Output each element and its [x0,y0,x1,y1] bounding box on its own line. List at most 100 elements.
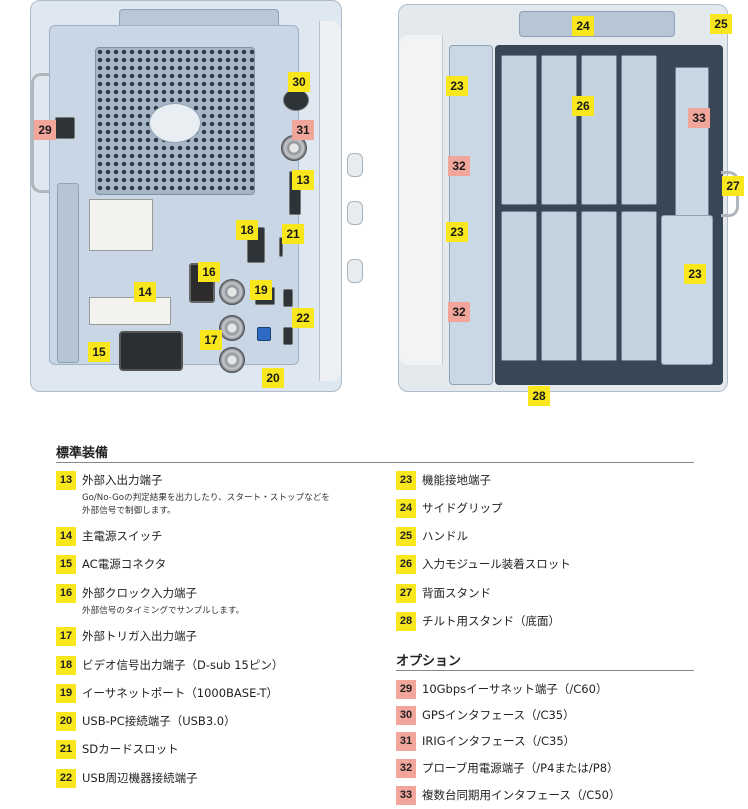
rating-label [89,199,153,251]
usb-host-port-1 [283,289,293,307]
legend-badge: 17 [56,627,76,646]
usb-host-port-2 [283,327,293,345]
legend-item-16: 16 外部クロック入力端子 [56,584,197,603]
input-module-11-12 [541,211,577,361]
legend-badge: 31 [396,732,416,751]
legend-badge: 15 [56,555,76,574]
legend-item-19: 19 イーサネットポート（1000BASE-T） [56,684,278,703]
callout-23-mid: 23 [446,222,468,242]
legend-item-18: 18 ビデオ信号出力端子（D-sub 15ピン） [56,656,283,675]
legend-item-31: 31 IRIGインタフェース（/C35） [396,732,575,751]
legend-label: プローブ用電源端子（/P4または/P8） [422,761,619,775]
legend-item-13: 13 外部入出力端子 [56,471,163,490]
callout-21: 21 [282,224,304,244]
legend-item-27: 27 背面スタンド [396,584,491,603]
rear-slot-cover [57,183,79,363]
sd-slot [279,237,283,257]
standard-equipment-heading: 標準装備 [56,446,109,461]
legend-badge: 29 [396,680,416,699]
callout-19: 19 [250,280,272,300]
module-side-illustration [398,4,739,392]
callout-28: 28 [528,386,550,406]
legend-label: 複数台同期用インタフェース（/C50） [422,788,621,802]
rear-side-edge [319,21,341,381]
callout-24: 24 [572,16,594,36]
input-module-5-6 [581,55,617,205]
legend-badge: 24 [396,499,416,518]
legend-badge: 25 [396,527,416,546]
standard-heading-rule [56,462,694,463]
legend-item-25: 25 ハンドル [396,527,468,546]
callout-23-right: 23 [684,264,706,284]
legend-desc-13-line2: 外部信号で制御します。 [82,506,176,516]
legend-item-30: 30 GPSインタフェース（/C35） [396,706,575,725]
legend-label: 機能接地端子 [422,473,491,487]
callout-17: 17 [200,330,222,350]
legend-label: 主電源スイッチ [82,529,163,543]
legend-label: 背面スタンド [422,586,491,600]
legend-item-17: 17 外部トリガ入出力端子 [56,627,197,646]
legend-label: ハンドル [422,529,468,543]
legend-label: ビデオ信号出力端子（D-sub 15ピン） [82,658,284,672]
ext-clock-bnc [219,279,245,305]
callout-27: 27 [722,176,744,196]
legend-label: サイドグリップ [422,501,503,515]
legend-label: AC電源コネクタ [82,557,167,571]
sync-interface-module [675,67,709,217]
callout-25: 25 [710,14,732,34]
rear-panel-illustration [30,0,363,392]
legend-label: 入力モジュール装着スロット [422,557,571,571]
legend-item-20: 20 USB-PC接続端子（USB3.0） [56,712,236,731]
rear-side-grip [31,73,65,193]
legend-label: 外部トリガ入出力端子 [82,629,197,643]
callout-26: 26 [572,96,594,116]
legend-label: USB周辺機器接続端子 [82,771,198,785]
legend-item-15: 15 AC電源コネクタ [56,555,166,574]
legend-item-26: 26 入力モジュール装着スロット [396,555,571,574]
probe-power-rail [449,45,493,385]
callout-13: 13 [292,170,314,190]
callout-20: 20 [262,368,284,388]
legend-badge: 22 [56,769,76,788]
legend-label: SDカードスロット [82,742,179,756]
legend-label: 10Gbpsイーサネット端子（/C60） [422,682,608,696]
legend-item-14: 14 主電源スイッチ [56,527,163,546]
legend-item-29: 29 10Gbpsイーサネット端子（/C60） [396,680,607,699]
legend-label: 外部クロック入力端子 [82,586,197,600]
legend-badge: 16 [56,584,76,603]
input-module-7-8 [621,55,657,205]
ground-terminal-panel [661,215,713,365]
input-module-13-14 [581,211,617,361]
legend-label: IRIGインタフェース（/C35） [422,734,576,748]
callout-23-top: 23 [446,76,468,96]
input-module-1-2 [501,55,537,205]
options-heading: オプション [396,654,462,669]
legend-badge: 18 [56,656,76,675]
side-knob-1 [347,153,363,177]
legend-badge: 28 [396,612,416,631]
gps-port [283,89,309,111]
callout-32-top: 32 [448,156,470,176]
legend-desc-16: 外部信号のタイミングでサンプルします。 [82,606,245,616]
callout-16: 16 [198,262,220,282]
legend-badge: 23 [396,471,416,490]
callout-31: 31 [292,120,314,140]
callout-22: 22 [292,308,314,328]
legend-label: USB-PC接続端子（USB3.0） [82,714,236,728]
trigger-in-bnc [219,315,245,341]
legend-badge: 32 [396,759,416,778]
callout-33: 33 [688,108,710,128]
legend-badge: 30 [396,706,416,725]
legend-label: チルト用スタンド（底面） [422,614,560,628]
legend-badge: 21 [56,740,76,759]
legend-item-32: 32 プローブ用電源端子（/P4または/P8） [396,759,619,778]
options-heading-rule [396,670,694,671]
side-knob-3 [347,259,363,283]
legend-badge: 20 [56,712,76,731]
legend-item-23: 23 機能接地端子 [396,471,491,490]
callout-29: 29 [34,120,56,140]
trigger-out-bnc [219,347,245,373]
input-module-9-10 [501,211,537,361]
callout-15: 15 [88,342,110,362]
legend-badge: 33 [396,786,416,805]
